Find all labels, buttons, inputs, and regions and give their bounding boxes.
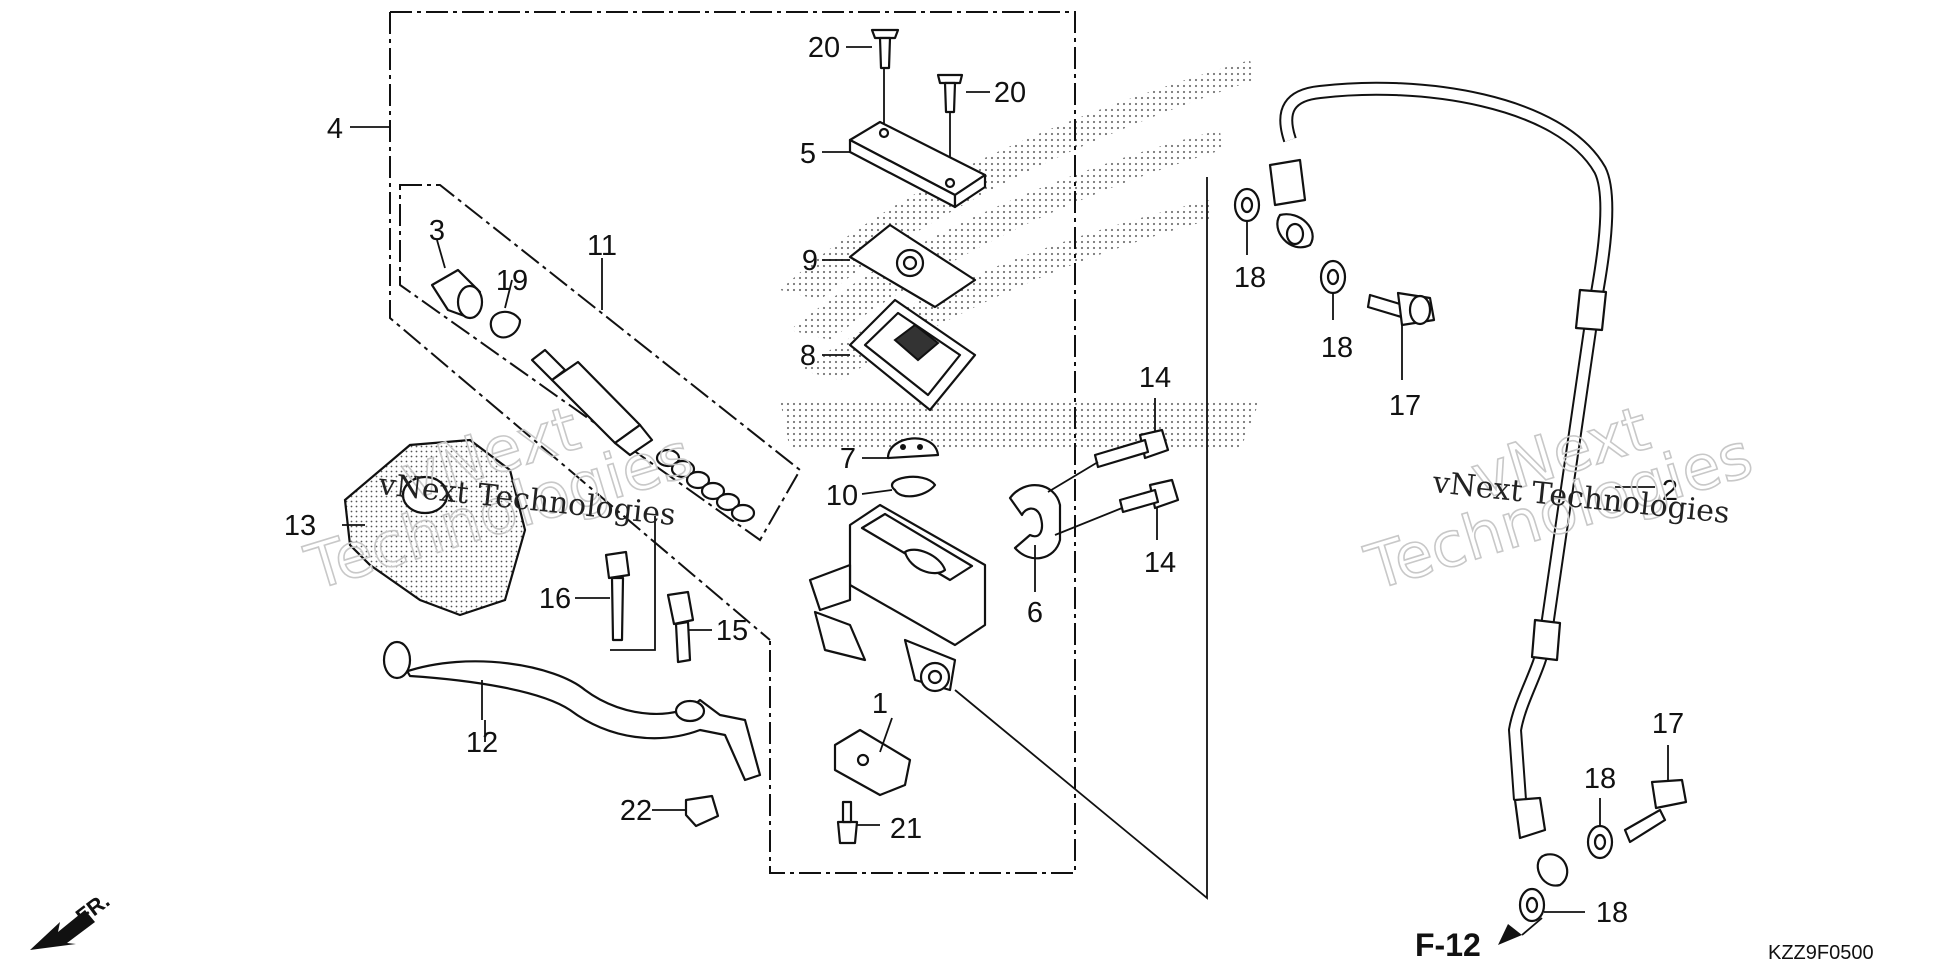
diaphragm-8: [848, 298, 977, 412]
callout-18-a: 18: [1234, 262, 1266, 294]
washer-18d: [1518, 887, 1546, 923]
callout-10: 10: [826, 480, 858, 512]
callout-16: 16: [539, 583, 571, 615]
front-direction-indicator: FR.: [30, 888, 114, 950]
leader-bolt-14b: [1054, 507, 1123, 536]
leader-bolt-14a: [1047, 461, 1099, 493]
callout-8: 8: [800, 340, 816, 372]
callout-15: 15: [716, 615, 748, 647]
banjo-bolt-17b: [1623, 778, 1688, 844]
diagram-code: KZZ9F0500: [1768, 942, 1874, 964]
reference-arrow-icon: [1498, 924, 1522, 945]
callout-13: 13: [284, 510, 316, 542]
callout-18-c: 18: [1584, 763, 1616, 795]
callout-labels: 1 2 3 4 5 6 7 8 9 10 11 12 13 14 14 15 1…: [284, 32, 1684, 929]
assembly-outline-11: [399, 184, 802, 542]
brake-switch-1: [833, 728, 912, 797]
callout-7: 7: [840, 443, 856, 475]
nut-22: [684, 794, 720, 828]
callout-2: 2: [1662, 475, 1678, 507]
callout-5: 5: [800, 138, 816, 170]
callout-17-bottom: 17: [1652, 708, 1684, 740]
pointer-line-16: [610, 516, 656, 651]
circlip-19: [489, 310, 522, 339]
boot-7: [886, 437, 940, 460]
lever-cover-13: [343, 438, 527, 617]
callout-6: 6: [1027, 597, 1043, 629]
callout-4: 4: [327, 113, 343, 145]
piston-11: [530, 348, 654, 457]
callout-22: 22: [620, 795, 652, 827]
screw-20b: [936, 73, 964, 114]
callout-21: 21: [890, 813, 922, 845]
direction-arrow-icon: [30, 910, 95, 950]
callout-18-d: 18: [1596, 897, 1628, 929]
reference-label: F-12: [1415, 927, 1481, 963]
washer-18a: [1233, 187, 1261, 223]
bolt-14b: [1118, 478, 1180, 514]
spring-11: [655, 448, 756, 523]
callout-12: 12: [466, 727, 498, 759]
circlip-10: [891, 475, 937, 498]
callout-leaders: [342, 46, 1669, 936]
callout-18-b: 18: [1321, 332, 1353, 364]
hose-assembly-outline: [954, 177, 1208, 900]
reference-f12: F-12: [1415, 924, 1522, 963]
callout-1: 1: [872, 688, 888, 720]
screw-21: [836, 800, 859, 845]
callout-20-a: 20: [808, 32, 840, 64]
washer-18c: [1586, 824, 1614, 860]
reservoir-cover-5: [848, 120, 987, 209]
callout-17-top: 17: [1389, 390, 1421, 422]
bolt-16: [604, 550, 631, 642]
banjo-bolt-17a: [1366, 291, 1436, 327]
screw-20a: [870, 28, 900, 70]
diaphragm-plate-9: [848, 223, 977, 309]
callout-20-b: 20: [994, 77, 1026, 109]
callout-14-bottom: 14: [1144, 547, 1176, 579]
callout-3: 3: [429, 215, 445, 247]
boot-3: [430, 268, 484, 320]
callout-19: 19: [496, 265, 528, 297]
master-cylinder-body: [808, 503, 987, 693]
brake-lever-12: [382, 640, 762, 782]
callout-14-top: 14: [1139, 362, 1171, 394]
callout-9: 9: [802, 245, 818, 277]
pivot-bolt-15: [666, 590, 695, 664]
brake-hose-2: [1268, 81, 1614, 887]
callout-11: 11: [587, 230, 617, 262]
washer-18b: [1319, 259, 1347, 295]
assembly-outline-4: [389, 11, 1076, 874]
